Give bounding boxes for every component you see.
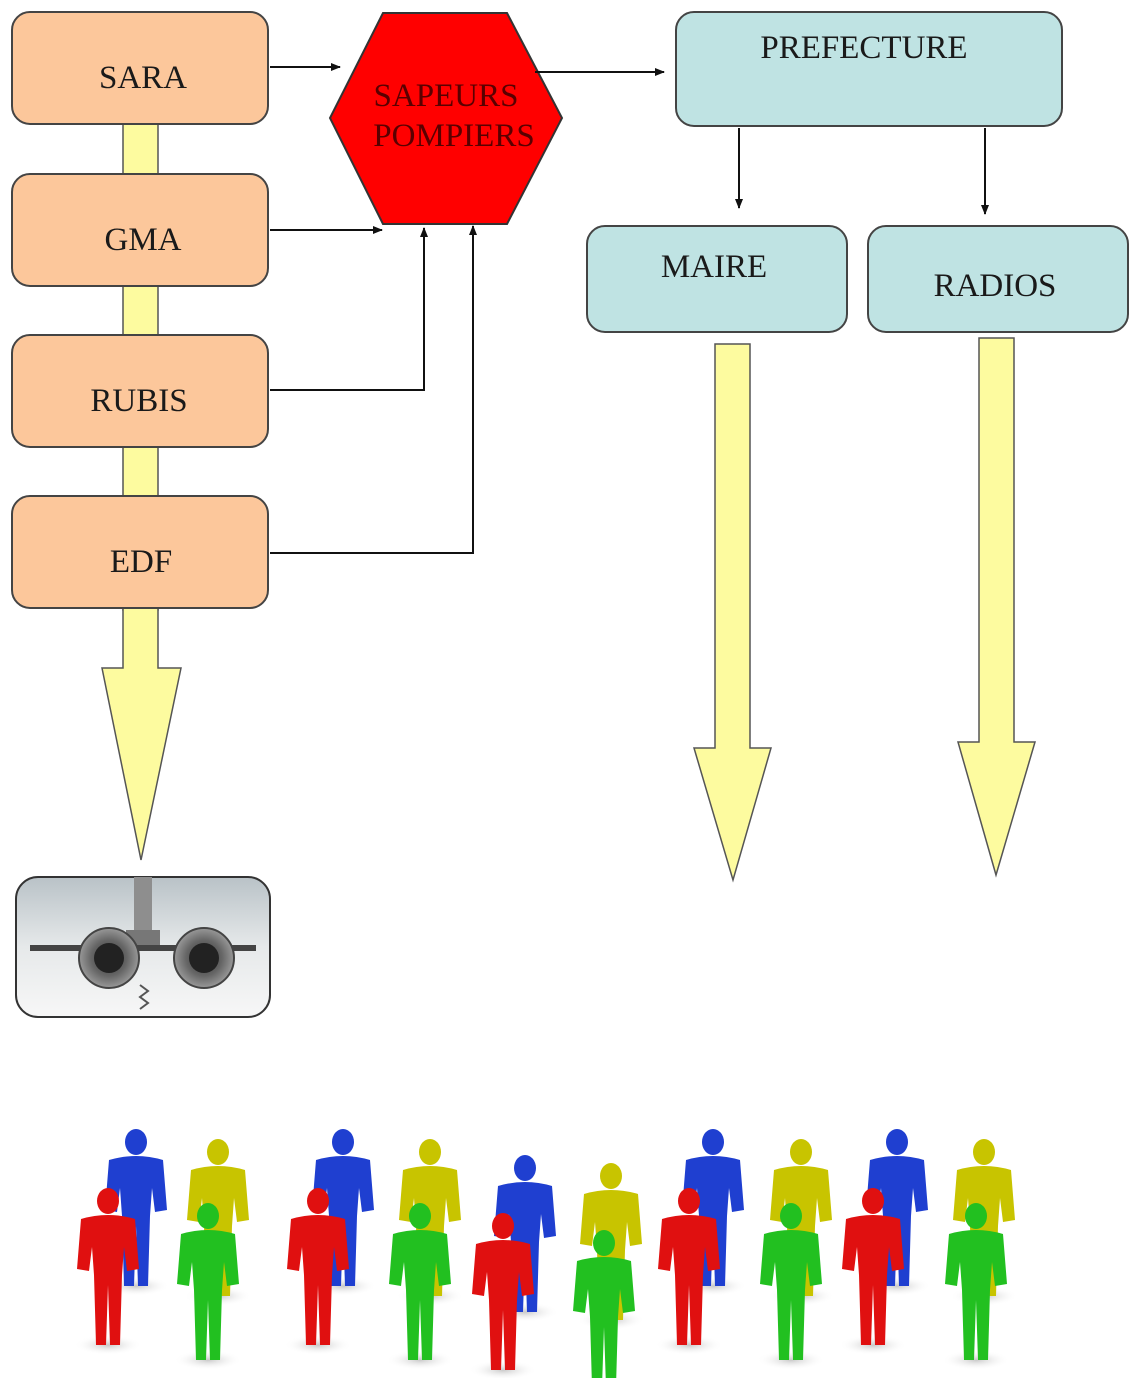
node-rubis: RUBIS (11, 334, 269, 448)
node-radios: RADIOS (867, 225, 1129, 333)
node-sapeurs-label-line2: POMPIERS (373, 118, 534, 154)
arrow-maire-to-population (692, 343, 772, 883)
edge-rubis-to-pompiers (270, 227, 428, 391)
node-gma-label: GMA (104, 222, 181, 258)
arrow-radios-to-population (957, 337, 1037, 878)
arrow-edf-to-siren (101, 603, 182, 861)
node-prefecture: PREFECTURE (675, 11, 1063, 127)
node-rubis-label: RUBIS (90, 383, 187, 419)
node-edf-label: EDF (110, 544, 172, 580)
node-prefecture-label: PREFECTURE (760, 30, 967, 66)
node-sapeurs-pompiers: SAPEURS POMPIERS (328, 12, 564, 225)
node-gma: GMA (11, 173, 269, 287)
node-radios-label: RADIOS (934, 268, 1057, 304)
edge-edf-to-pompiers (270, 225, 477, 554)
node-edf: EDF (11, 495, 269, 609)
node-maire: MAIRE (586, 225, 848, 333)
population-crowd-icon (74, 1129, 1018, 1378)
node-sapeurs-label-line1: SAPEURS (374, 78, 519, 114)
node-sara: SARA (11, 11, 269, 125)
node-maire-label: MAIRE (661, 249, 767, 285)
siren-icon (15, 876, 271, 1018)
node-sara-label: SARA (99, 60, 187, 96)
